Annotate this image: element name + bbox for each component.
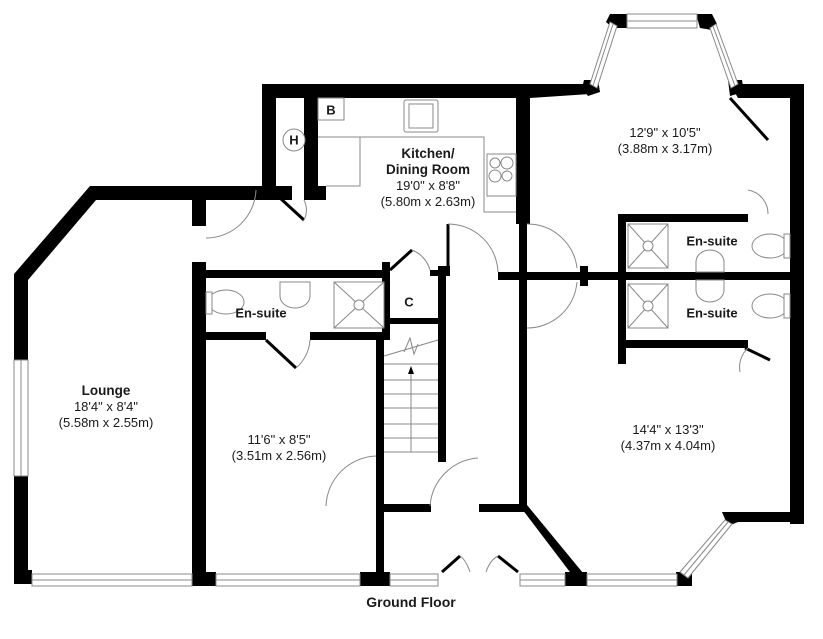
room-dimensions-metric: (4.37m x 4.04m) <box>620 438 716 453</box>
room-dimensions-imperial: 12'9" x 10'5" <box>629 125 701 140</box>
exterior-walls <box>14 14 804 586</box>
room-dimensions-imperial: 18'4" x 8'4" <box>73 399 139 414</box>
room-dimensions-imperial: 11'6" x 8'5" <box>247 432 311 447</box>
kitchen-counters <box>317 97 517 213</box>
room-name: Lounge <box>81 383 131 398</box>
room-label-bedroom-bottom-right: 14'4" x 13'3" (4.37m x 4.04m) <box>621 422 716 454</box>
room-label-ensuite-left: En-suite <box>235 305 287 321</box>
room-dimensions-metric: (3.88m x 3.17m) <box>617 141 713 156</box>
room-label-lounge: Lounge 18'4" x 8'4" (5.58m x 2.55m) <box>59 383 154 431</box>
heating-icon <box>282 128 306 152</box>
cupboard-label: C <box>404 294 414 310</box>
floor-caption: Ground Floor <box>366 594 456 610</box>
room-label-ensuite-right-upper: En-suite <box>686 233 738 249</box>
room-label-ensuite-right-lower: En-suite <box>686 305 738 321</box>
sanitary-fixtures <box>205 223 791 329</box>
room-dimensions-metric: (3.51m x 2.56m) <box>231 448 327 463</box>
room-dimensions-metric: (5.80m x 2.63m) <box>380 194 476 209</box>
door-leaves <box>264 96 771 574</box>
stairs-up-arrow-icon <box>408 366 414 374</box>
windows <box>13 13 739 587</box>
room-dimensions-metric: (5.58m x 2.55m) <box>58 415 154 430</box>
room-label-bedroom-middle: 11'6" x 8'5" (3.51m x 2.56m) <box>232 432 327 464</box>
room-dimensions-imperial: 19'0" x 8'8" <box>395 178 461 193</box>
door-swings <box>205 189 769 573</box>
boiler-label: B <box>326 102 336 118</box>
room-name: Dining Room <box>386 162 470 177</box>
room-label-bedroom-top-right: 12'9" x 10'5" (3.88m x 3.17m) <box>618 125 713 157</box>
staircase <box>383 336 439 453</box>
room-label-kitchen: Kitchen/ Dining Room 19'0" x 8'8" (5.80m… <box>381 146 476 210</box>
heating-label: H <box>289 132 299 148</box>
room-dimensions-imperial: 14'4" x 13'3" <box>632 422 704 437</box>
room-name: Kitchen/ <box>401 146 455 161</box>
